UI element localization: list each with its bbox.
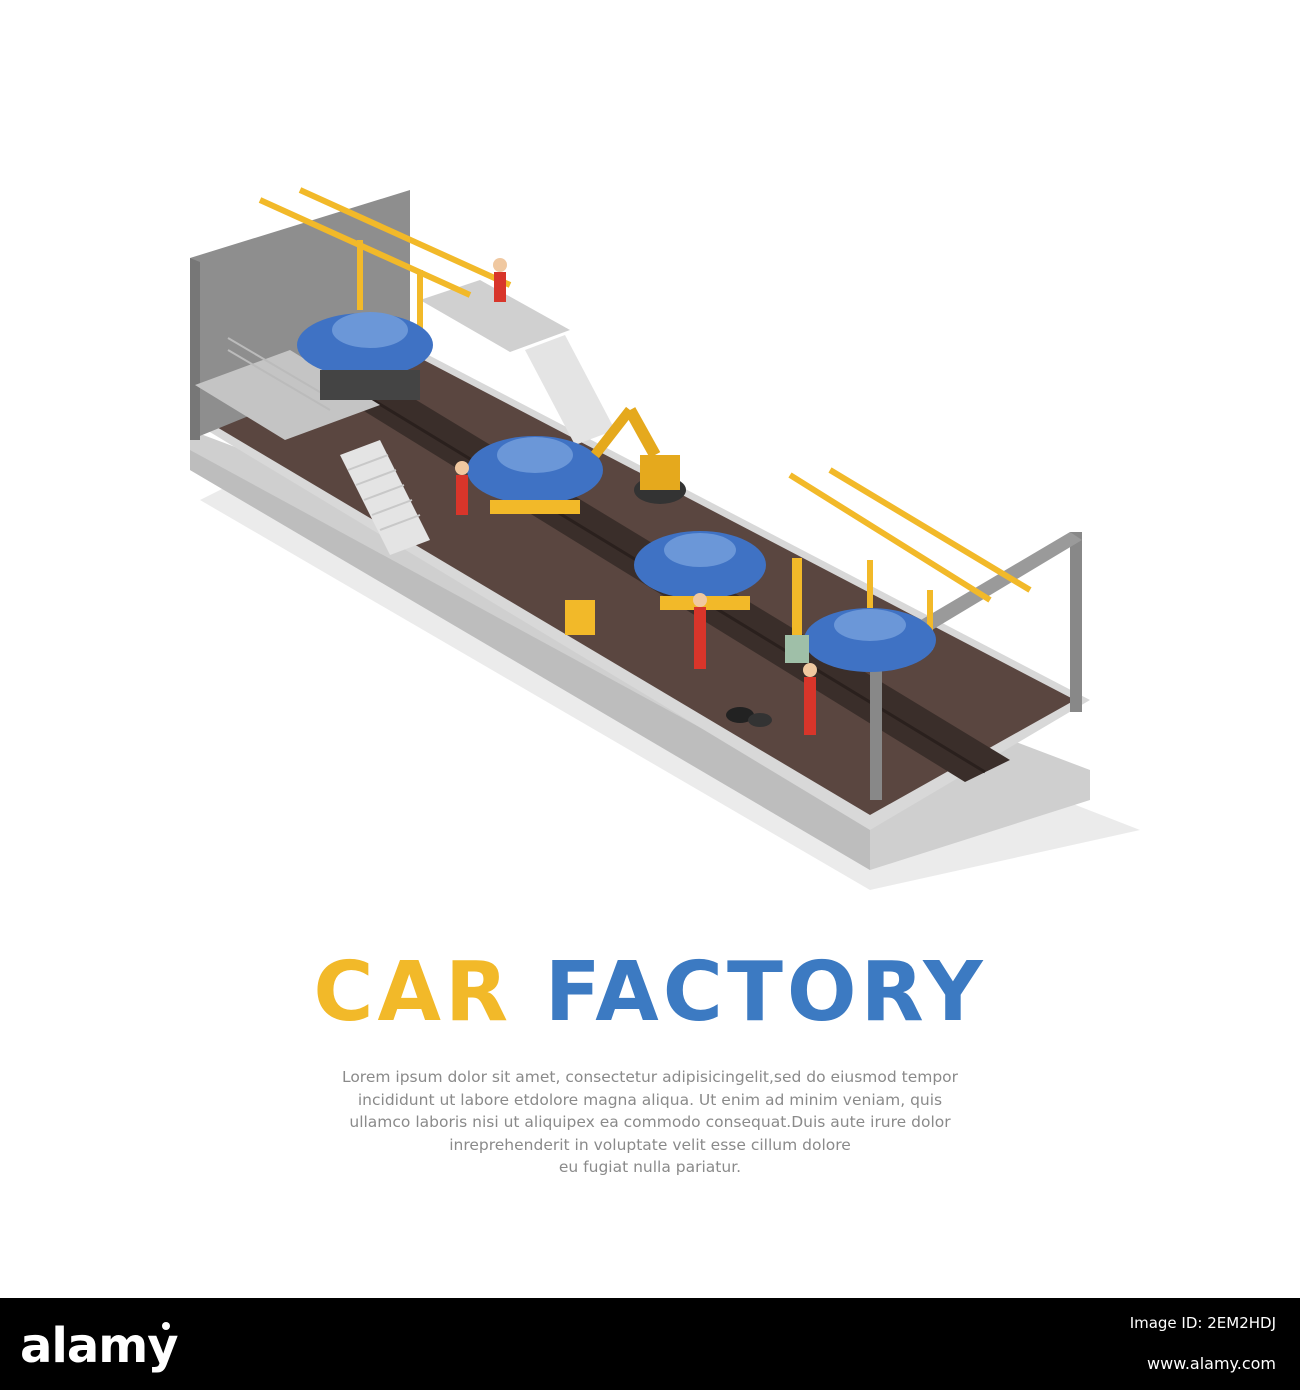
platform-base-front bbox=[190, 450, 870, 870]
worker-2 bbox=[455, 461, 469, 515]
brand-logo: alamy bbox=[20, 1318, 179, 1374]
watermark-footer: alamy Image ID: 2EM2HDJ www.alamy.com bbox=[0, 1298, 1300, 1390]
control-panel bbox=[785, 635, 809, 663]
left-wall-side bbox=[190, 258, 200, 440]
worker-4 bbox=[803, 663, 817, 735]
tool-cabinet bbox=[565, 600, 595, 635]
control-post bbox=[792, 558, 802, 638]
worker-1 bbox=[493, 258, 507, 302]
stairs-upper bbox=[525, 335, 615, 445]
stairs-left bbox=[340, 440, 430, 555]
site-url: www.alamy.com bbox=[1147, 1354, 1276, 1373]
description-line: inreprehenderit in voluptate velit esse … bbox=[449, 1135, 851, 1154]
description-line: incididunt ut labore etdolore magna aliq… bbox=[357, 1090, 943, 1109]
title-word-factory: FACTORY bbox=[544, 945, 987, 1040]
description-line: eu fugiat nulla pariatur. bbox=[558, 1158, 742, 1176]
car-1 bbox=[297, 312, 433, 400]
right-frame-post-2 bbox=[870, 650, 882, 800]
tyres bbox=[726, 707, 772, 727]
description-line: Lorem ipsum dolor sit amet, consectetur … bbox=[341, 1068, 959, 1086]
mezzanine-upper bbox=[420, 280, 570, 352]
factory-illustration bbox=[190, 187, 1140, 890]
robot-arm bbox=[591, 406, 686, 504]
gantry-left bbox=[258, 187, 512, 330]
railing-2 bbox=[227, 349, 331, 411]
description: Lorem ipsum dolor sit amet, consectetur … bbox=[300, 1066, 1000, 1179]
railing bbox=[227, 337, 331, 399]
mezzanine-left bbox=[195, 350, 380, 440]
page-title: CAR FACTORY bbox=[0, 952, 1300, 1034]
worker-3 bbox=[693, 593, 707, 669]
car-4 bbox=[804, 608, 936, 672]
image-id: Image ID: 2EM2HDJ bbox=[1129, 1314, 1276, 1332]
brand-logo-dot bbox=[162, 1322, 170, 1330]
description-line: ullamco laboris nisi ut aliquipex ea com… bbox=[349, 1113, 951, 1131]
right-frame-post bbox=[1070, 532, 1082, 712]
title-word-car: CAR bbox=[313, 945, 513, 1040]
car-2 bbox=[467, 436, 603, 514]
